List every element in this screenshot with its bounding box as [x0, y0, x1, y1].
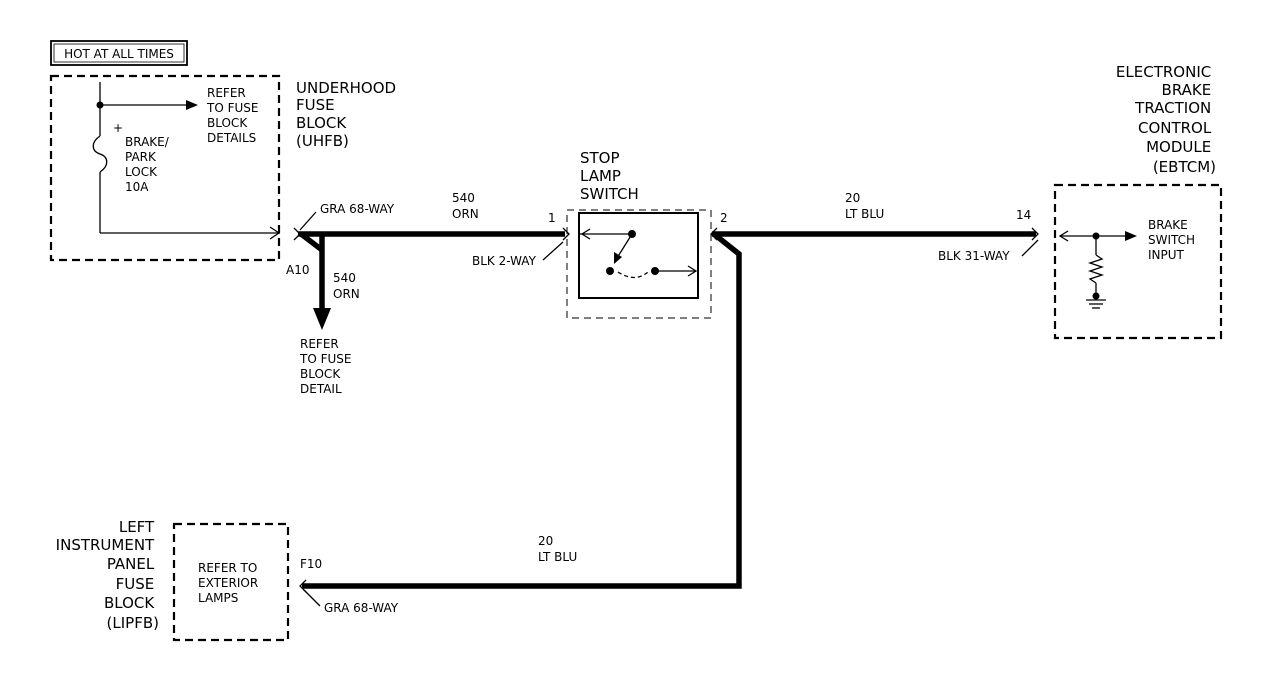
uhfb-outline — [49, 74, 281, 262]
wire-540-down-color: ORN — [333, 287, 360, 301]
ground-icon — [1086, 299, 1106, 309]
refer-arrow-icon — [186, 100, 198, 110]
ebtcm-outline — [1053, 183, 1223, 340]
switch-connector-label: BLK 2-WAY — [472, 254, 537, 268]
hot-at-all-times-label: HOT AT ALL TIMES — [50, 40, 188, 66]
switch-pin2: 2 — [720, 211, 728, 225]
underhood-fuse-block: + BRAKE/ PARK LOCK 10A REFER TO FUSE BLO… — [49, 74, 281, 262]
wire-20-top-color: LT BLU — [845, 207, 884, 221]
wire-540-top-color: ORN — [452, 207, 479, 221]
wire-20-bottom-circuit: 20 — [538, 534, 553, 548]
down-arrow-icon — [313, 308, 331, 330]
resistor-icon — [1087, 254, 1105, 284]
ebtcm-connector-label: BLK 31-WAY — [938, 249, 1010, 263]
lipfb-block: REFER TO EXTERIOR LAMPS — [172, 522, 290, 642]
uhfb-connector-arrow-icon — [269, 226, 281, 240]
lipfb-refer-label: REFER TO EXTERIOR LAMPS — [198, 561, 262, 605]
lipfb-outline — [172, 522, 290, 642]
refer-fuse-block-detail: REFER TO FUSE BLOCK DETAIL — [299, 337, 355, 396]
switch-blade-icon — [614, 252, 622, 264]
lipfb-pin: F10 — [300, 557, 322, 571]
hot-label-text: HOT AT ALL TIMES — [64, 47, 174, 61]
lipfb-connector-label: GRA 68-WAY — [324, 601, 399, 615]
ebtcm-module: BRAKE SWITCH INPUT — [1053, 183, 1223, 340]
wire-540-top-circuit: 540 — [452, 191, 475, 205]
wire-20-top-circuit: 20 — [845, 191, 860, 205]
stop-lamp-switch: STOP LAMP SWITCH 1 2 — [548, 149, 728, 319]
ebtcm-in-arrow-icon — [1058, 230, 1069, 242]
ebtcm-name: ELECTRONIC BRAKE TRACTION CONTROL MODULE… — [1116, 63, 1216, 176]
uhfb-connector-label: GRA 68-WAY — [320, 202, 395, 216]
switch-name: STOP LAMP SWITCH — [580, 149, 639, 203]
fuse-icon — [92, 135, 108, 173]
switch-body — [578, 212, 699, 299]
switch-out-arrow-icon — [687, 265, 698, 277]
wire-540-down-circuit: 540 — [333, 271, 356, 285]
ebtcm-input-arrow-icon — [1125, 231, 1137, 241]
uhfb-pin-label: A10 — [286, 263, 309, 277]
uhfb-refer-label: REFER TO FUSE BLOCK DETAILS — [206, 86, 262, 145]
uhfb-name: UNDERHOOD FUSE BLOCK (UHFB) — [296, 79, 401, 150]
switch-pin1: 1 — [548, 211, 556, 225]
fuse-label: BRAKE/ PARK LOCK 10A — [125, 135, 173, 194]
switch-outline — [566, 209, 712, 319]
fuse-plus: + — [113, 121, 123, 135]
wire-20-bottom-color: LT BLU — [538, 550, 577, 564]
ebtcm-pin: 14 — [1016, 208, 1031, 222]
wire-20-lt-blu-bottom — [302, 231, 742, 589]
switch-in-arrow-icon — [580, 228, 591, 240]
ebtcm-input-label: BRAKE SWITCH INPUT — [1148, 218, 1199, 262]
lipfb-name: LEFT INSTRUMENT PANEL FUSE BLOCK (LIPFB) — [56, 518, 159, 632]
